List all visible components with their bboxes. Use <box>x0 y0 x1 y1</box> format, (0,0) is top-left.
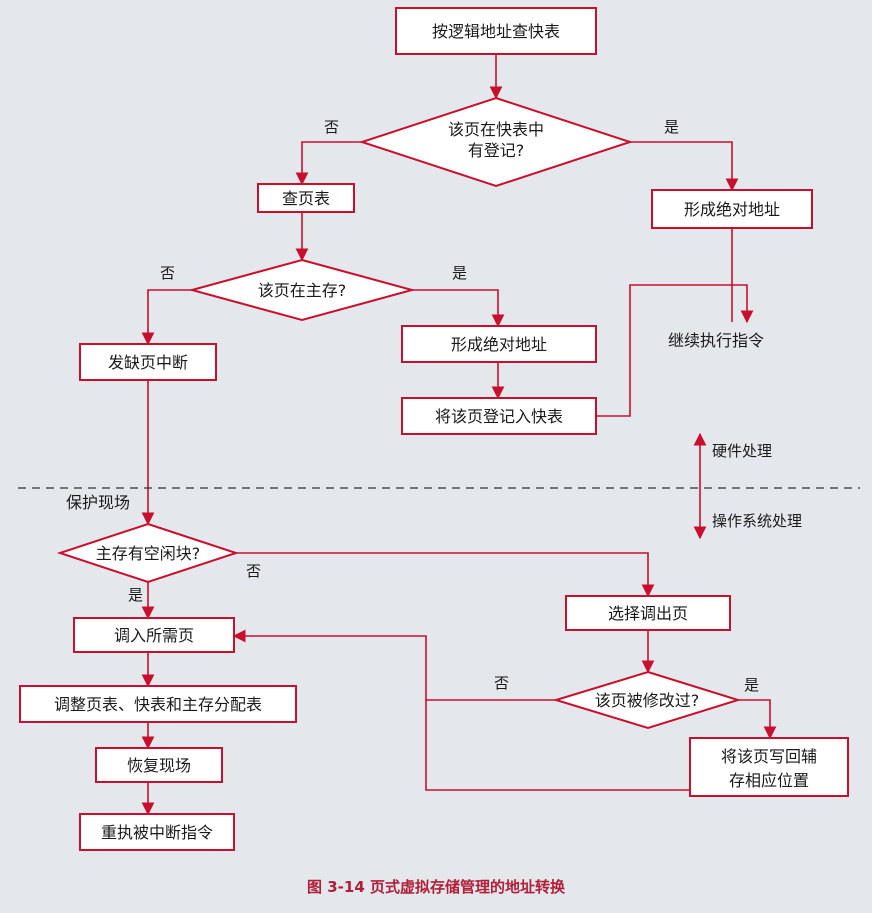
decision-modified-label: 该页被修改过? <box>595 691 700 710</box>
edge-freeblock-no <box>236 552 655 598</box>
decision-in-memory-label: 该页在主存? <box>258 281 347 300</box>
decision-in-tlb-line1: 该页在快表中 <box>448 120 544 139</box>
label-yes-inmem: 是 <box>452 264 467 282</box>
edge-inmem-yes <box>412 289 505 328</box>
edge-intlb-yes <box>630 141 739 192</box>
node-restore-context: 恢复现场 <box>95 747 223 783</box>
label-no-inmem: 否 <box>160 264 175 282</box>
label-hardware: 硬件处理 <box>712 442 772 460</box>
figure-caption: 图 3-14 页式虚拟存储管理的地址转换 <box>307 878 566 896</box>
node-write-back-line2: 存相应位置 <box>729 771 809 790</box>
decision-in-tlb: 该页在快表中 有登记? <box>358 96 634 188</box>
node-check-page-table: 查页表 <box>257 183 355 213</box>
edge-modified-no <box>232 629 556 701</box>
label-yes-modified: 是 <box>744 676 759 694</box>
node-select-out-page: 选择调出页 <box>565 595 731 631</box>
node-restore-context-label: 恢复现场 <box>127 756 191 775</box>
label-no-intlb: 否 <box>324 118 339 136</box>
node-form-addr-1-label: 形成绝对地址 <box>684 200 780 219</box>
node-reexecute-label: 重执被中断指令 <box>101 823 213 842</box>
decision-free-block-label: 主存有空闲块? <box>96 544 201 563</box>
edge-inmem-no <box>141 289 192 346</box>
decision-free-block: 主存有空闲块? <box>56 522 240 584</box>
node-adjust-tables-label: 调整页表、快表和主存分配表 <box>54 695 262 714</box>
label-no-modified: 否 <box>494 674 509 692</box>
label-no-freeblock: 否 <box>246 562 261 580</box>
node-save-context: 保护现场 <box>66 493 130 512</box>
node-page-fault: 发缺页中断 <box>79 343 217 381</box>
node-load-page-label: 调入所需页 <box>114 626 194 645</box>
edge-intlb-no <box>295 141 362 186</box>
node-write-back-line1: 将该页写回辅 <box>721 747 817 766</box>
edge-register-to-continue <box>596 284 754 417</box>
node-check-page-table-label: 查页表 <box>282 189 330 208</box>
node-form-addr-2-label: 形成绝对地址 <box>451 335 547 354</box>
node-write-back: 将该页写回辅 存相应位置 <box>689 737 849 797</box>
edge-writeback-to-load <box>425 700 690 791</box>
node-lookup-tlb: 按逻辑地址查快表 <box>395 7 597 55</box>
label-os: 操作系统处理 <box>712 512 802 530</box>
node-continue-exec: 继续执行指令 <box>668 331 764 350</box>
node-register-tlb-label: 将该页登记入快表 <box>435 407 563 426</box>
label-yes-freeblock: 是 <box>128 586 143 604</box>
node-select-out-page-label: 选择调出页 <box>608 604 688 623</box>
node-lookup-tlb-label: 按逻辑地址查快表 <box>432 22 560 41</box>
node-save-context-label: 保护现场 <box>66 493 130 512</box>
node-form-addr-2: 形成绝对地址 <box>401 325 597 363</box>
decision-modified: 该页被修改过? <box>552 670 742 730</box>
node-register-tlb: 将该页登记入快表 <box>401 397 597 435</box>
decision-in-tlb-line2: 有登记? <box>468 141 525 160</box>
node-load-page: 调入所需页 <box>73 617 235 653</box>
node-form-addr-1: 形成绝对地址 <box>651 189 813 229</box>
decision-in-memory: 该页在主存? <box>188 258 416 322</box>
node-continue-exec-label: 继续执行指令 <box>668 331 764 350</box>
node-page-fault-label: 发缺页中断 <box>108 353 188 372</box>
edge-modified-yes <box>738 699 777 740</box>
node-adjust-tables: 调整页表、快表和主存分配表 <box>19 685 297 723</box>
connectors <box>141 54 777 816</box>
node-reexecute: 重执被中断指令 <box>79 813 235 851</box>
label-yes-intlb: 是 <box>664 118 679 136</box>
